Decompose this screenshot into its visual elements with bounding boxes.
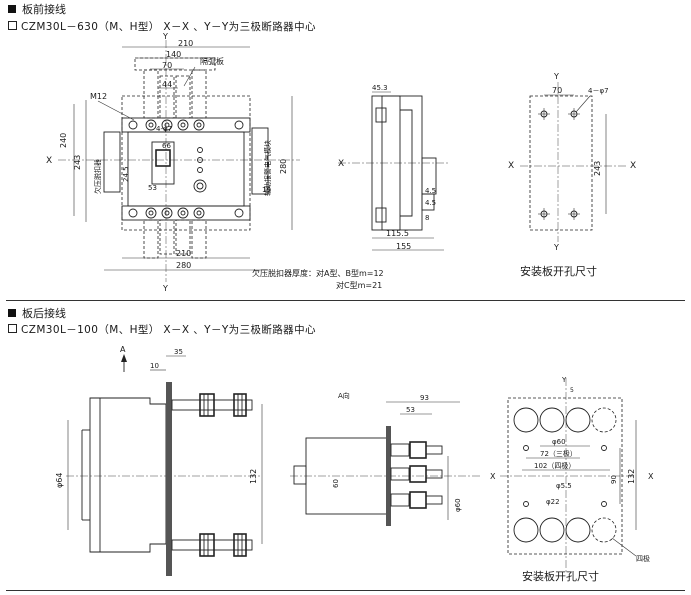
a-dim-93: 93 [420,394,429,402]
arrow-up-icon [121,354,127,362]
dim-280-v: 280 [279,159,288,174]
plate2-dim-72: 72（三极） [540,449,577,458]
plate2-dim-102: 102（四极） [534,461,575,470]
a-view-label: A向 [338,391,350,400]
section1-subtitle: CZM30L－630（M、H型） X－X 、Y－Y为三极断路器中心 [8,19,316,34]
front-axis-x: X [46,156,52,166]
plate1-caption: 安装板开孔尺寸 [520,264,597,278]
plate2-axis-x-right: X [648,472,654,481]
rear-dim-35: 35 [174,348,183,356]
plate2-caption: 安装板开孔尺寸 [522,569,599,583]
dim-44: 44 [162,80,172,89]
dim-280-h: 280 [176,261,191,270]
checkbox-square-icon [8,324,17,333]
a-dim-53: 53 [406,406,415,414]
dim-8: 8 [425,214,429,222]
plate2-phi5-5: φ5.5 [556,482,572,490]
dim-210-bottom: 210 [176,249,191,258]
bullet-square-icon [8,5,16,13]
section2-title: 板后接线 [8,307,66,321]
front-axis-y-top: Y [162,32,168,41]
dim-210-top: 210 [178,39,193,48]
section-divider [6,300,685,301]
label-phi7: 4-φ7 [156,125,172,133]
label-undervoltage-release: 欠压脱扣器 [93,159,102,194]
dim-240: 240 [59,133,68,148]
dim-24-5: 24.5 [122,166,130,182]
plate1-axis-x-right: X [630,161,636,171]
rear-arrow-label: A [120,345,126,354]
plate2-axis-y: Y [561,376,567,384]
label-m12: M12 [90,92,107,101]
rear-view: A 35 10 132 φ64 [55,345,263,576]
mount-plate-2: X X Y 5 φ60 72（三极） 102（四极） φ5.5 φ22 90 1… [490,376,654,583]
side-axis-x: X [338,159,344,169]
bullet-square-icon [8,309,16,317]
label-aux-alarm-module: 辅助报警电气模块 [263,140,272,196]
plate1-holes: 4－φ7 [588,87,609,95]
a-dim-phi60: φ60 [454,498,462,512]
section2-subtitle: CZM30L－100（M、H型） X－X 、Y－Y为三极断路器中心 [8,322,316,337]
plate2-dim-5: 5 [570,387,574,394]
plate1-axis-x-left: X [508,161,514,171]
rear-dim-10: 10 [150,362,159,370]
checkbox-square-icon [8,21,17,30]
section1-title: 板前接线 [8,3,66,17]
front-view: X Y Y [46,32,300,293]
note-line2: 对C型m=21 [336,280,382,290]
side-view: X 45.3 4.5 4.5 8 115.5 155 [338,84,448,251]
rear-dim-phi64: φ64 [55,473,64,488]
plate2-phi60: φ60 [552,438,566,446]
plate1-dim-70: 70 [552,86,562,95]
plate1-axis-y-top: Y [553,72,559,81]
dim-155: 155 [396,242,411,251]
mount-plate-1: X X Y Y 70 4－φ7 243 安装板开孔尺寸 [508,72,636,278]
dim-4-5b: 4.5 [425,199,436,207]
note-line1: 欠压脱扣器厚度：对A型、B型m=12 [252,268,384,278]
front-axis-y-bottom: Y [162,284,168,293]
dim-66: 66 [162,142,171,150]
dim-243: 243 [73,155,82,170]
plate1-axis-y-bottom: Y [553,243,559,252]
plate2-four-pole-label: 四极 [636,554,650,563]
plate2-dim-132: 132 [627,469,636,484]
a-dim-60: 60 [332,479,340,488]
dim-115-5: 115.5 [386,229,409,238]
dim-45-3: 45.3 [372,84,388,92]
plate1-dim-243: 243 [593,161,602,176]
label-partition: 隔弧板 [200,56,224,66]
dim-4-5a: 4.5 [425,187,436,195]
plate2-phi22: φ22 [546,498,560,506]
plate2-dim-90: 90 [610,475,618,484]
bottom-rule [6,590,685,591]
a-direction-view: A向 93 53 60 φ60 [290,391,480,526]
dim-53: 53 [148,184,157,192]
plate2-axis-x-left: X [490,472,496,481]
rear-dim-132: 132 [249,469,258,484]
dim-19: 19 [262,186,271,194]
dim-140: 140 [166,50,181,59]
dim-70: 70 [162,61,172,70]
